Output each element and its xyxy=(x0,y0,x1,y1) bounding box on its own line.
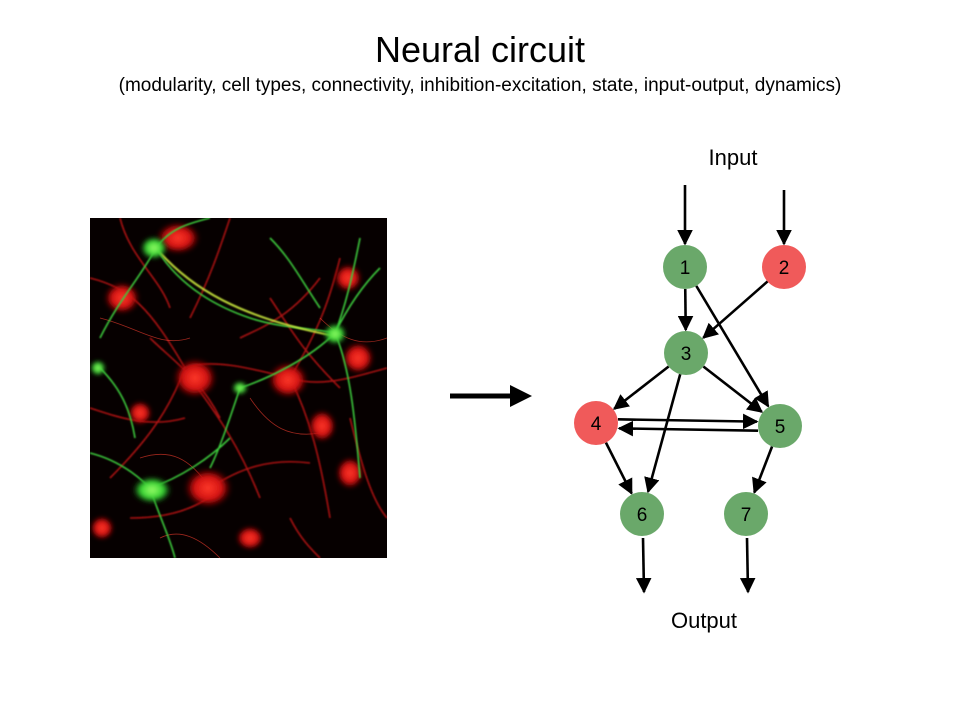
neuron-node-2-circle xyxy=(762,245,806,289)
node-layer: 1 2 3 4 5 6 7 xyxy=(574,245,806,536)
neuron-node-3-label: 3 xyxy=(681,344,692,365)
neuron-node-5: 5 xyxy=(758,404,802,448)
neuron-node-4-circle xyxy=(574,401,618,445)
circuit-diagram: 1 2 3 4 5 6 7 Input Output xyxy=(574,145,806,633)
neuron-node-7-circle xyxy=(724,492,768,536)
edge-7-to-output xyxy=(739,537,756,594)
neuron-node-6-label: 6 xyxy=(637,505,648,526)
neuron-node-1-label: 1 xyxy=(680,258,691,279)
neuron-node-2-label: 2 xyxy=(779,258,790,279)
neuron-node-5-circle xyxy=(758,404,802,448)
edge-3-to-5 xyxy=(702,365,764,413)
neuron-node-7: 7 xyxy=(724,492,768,536)
edge-4-to-6 xyxy=(604,442,633,495)
neuron-node-3-circle xyxy=(664,331,708,375)
neuron-node-1-circle xyxy=(663,245,707,289)
neuron-micrograph xyxy=(90,218,387,558)
neuron-node-5-label: 5 xyxy=(775,417,786,438)
output-label: Output xyxy=(671,608,737,633)
slide-title: Neural circuit xyxy=(374,29,586,70)
edge-5-to-7 xyxy=(752,446,774,495)
neuron-node-6: 6 xyxy=(620,492,664,536)
neuron-node-4: 4 xyxy=(574,401,618,445)
edge-3-to-4 xyxy=(612,365,670,410)
neuron-node-3: 3 xyxy=(664,331,708,375)
edge-1-to-5 xyxy=(695,285,770,408)
edge-layer xyxy=(604,185,792,594)
neuron-node-6-circle xyxy=(620,492,664,536)
edge-3-to-6 xyxy=(644,373,682,494)
edge-4-to-5 xyxy=(617,413,759,430)
neuron-node-4-label: 4 xyxy=(591,414,602,435)
micrograph-image xyxy=(90,218,387,558)
edge-6-to-output xyxy=(635,537,652,594)
neuron-node-7-label: 7 xyxy=(741,505,752,526)
edge-5-to-4 xyxy=(617,420,759,437)
slide-subtitle: (modularity, cell types, connectivity, i… xyxy=(118,75,842,96)
input-label: Input xyxy=(709,145,758,170)
edge-2-to-3 xyxy=(702,279,770,339)
neuron-node-2: 2 xyxy=(762,245,806,289)
transition-arrow-icon xyxy=(450,385,532,407)
neuron-node-1: 1 xyxy=(663,245,707,289)
